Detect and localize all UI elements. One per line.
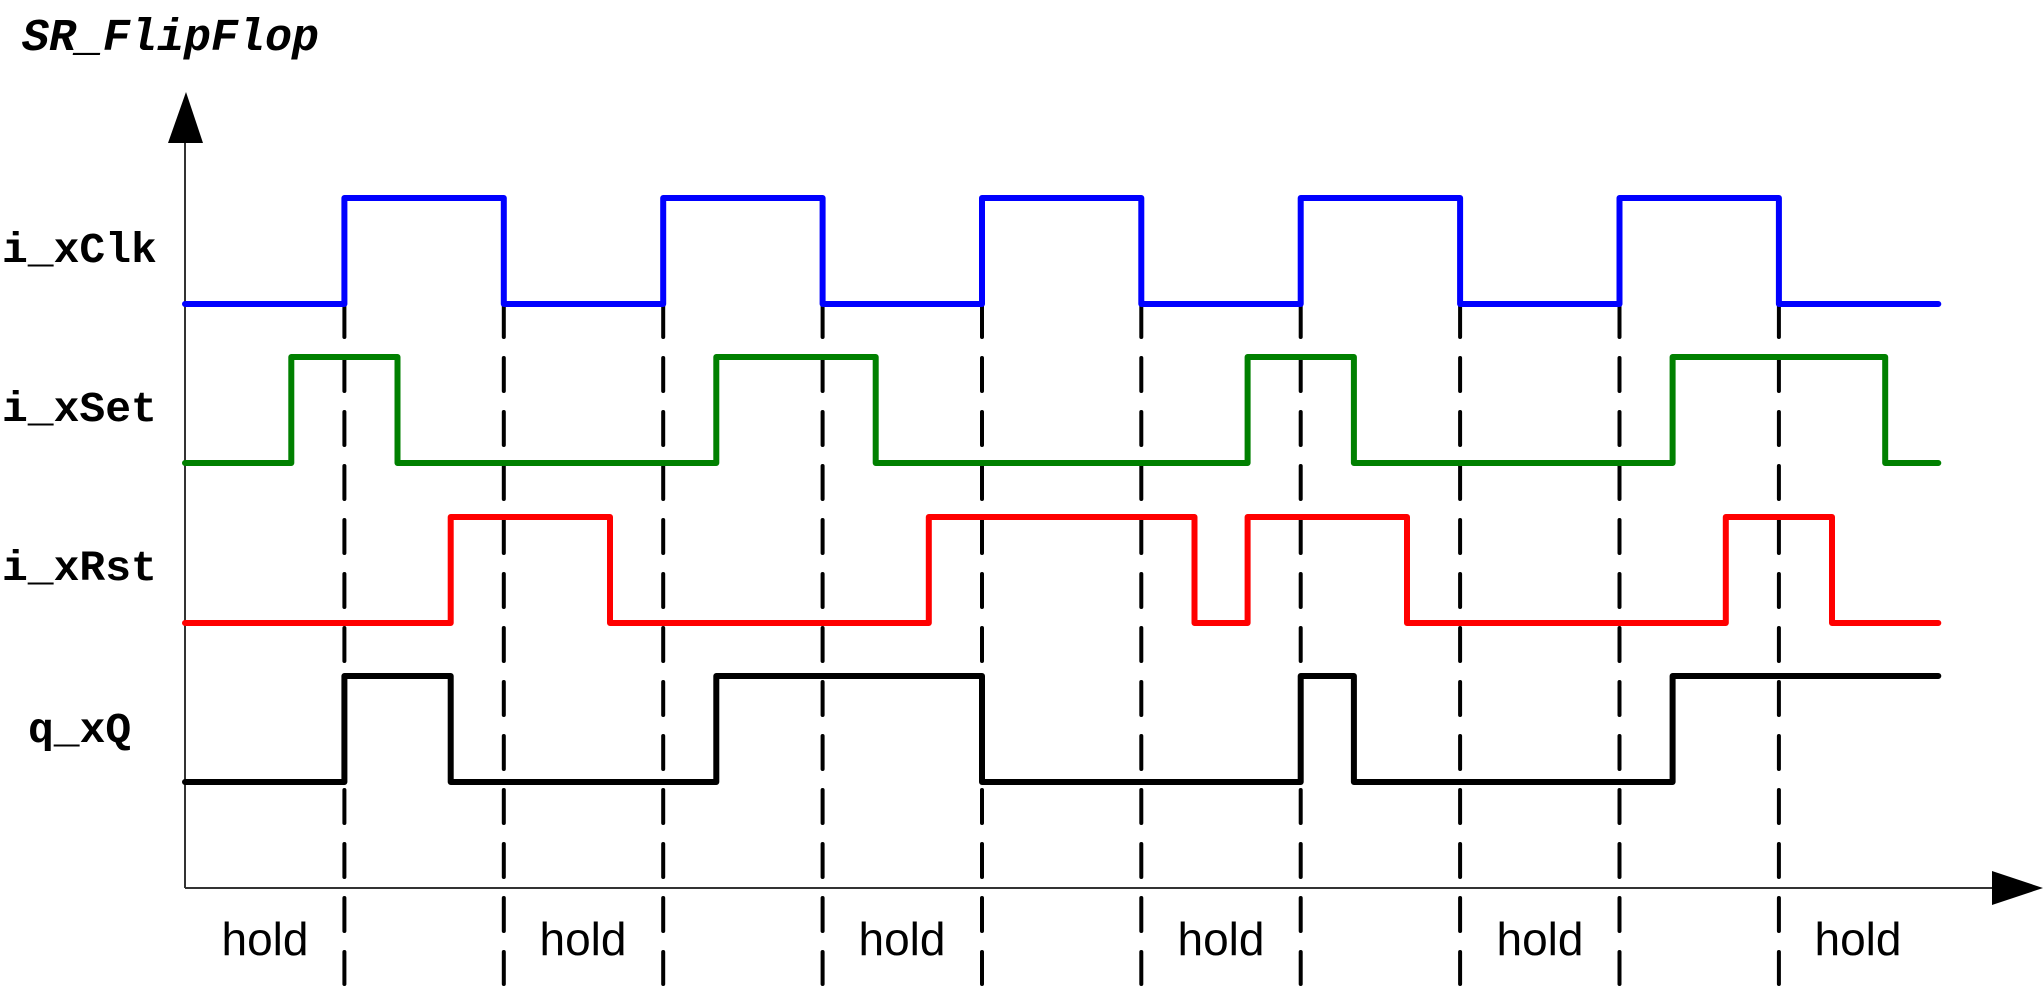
- x-axis-arrow-icon: [1992, 871, 2043, 905]
- waveforms: [182, 195, 1942, 785]
- hold-label: hold: [1497, 913, 1584, 965]
- hold-labels: hold hold hold hold hold hold: [222, 913, 1902, 965]
- hold-label: hold: [1178, 913, 1265, 965]
- clock-edge-guides: [342, 302, 1781, 986]
- hold-label: hold: [859, 913, 946, 965]
- waveform-q-xq: [182, 673, 1942, 785]
- waveform-i-xrst: [182, 514, 1942, 626]
- signal-labels: i_xClk i_xSet i_xRst q_xQ: [2, 226, 157, 755]
- hold-label: hold: [222, 913, 309, 965]
- y-axis-arrow-icon: [168, 92, 203, 143]
- waveform-i-xset: [182, 354, 1942, 466]
- waveform-i-xclk: [182, 195, 1942, 307]
- signal-label-q: q_xQ: [28, 706, 131, 755]
- signal-label-set: i_xSet: [2, 385, 157, 434]
- signal-label-clk: i_xClk: [2, 226, 157, 275]
- signal-label-rst: i_xRst: [2, 544, 157, 593]
- hold-label: hold: [1815, 913, 1902, 965]
- axes: [168, 92, 2043, 905]
- diagram-title: SR_FlipFlop: [22, 13, 319, 64]
- hold-label: hold: [540, 913, 627, 965]
